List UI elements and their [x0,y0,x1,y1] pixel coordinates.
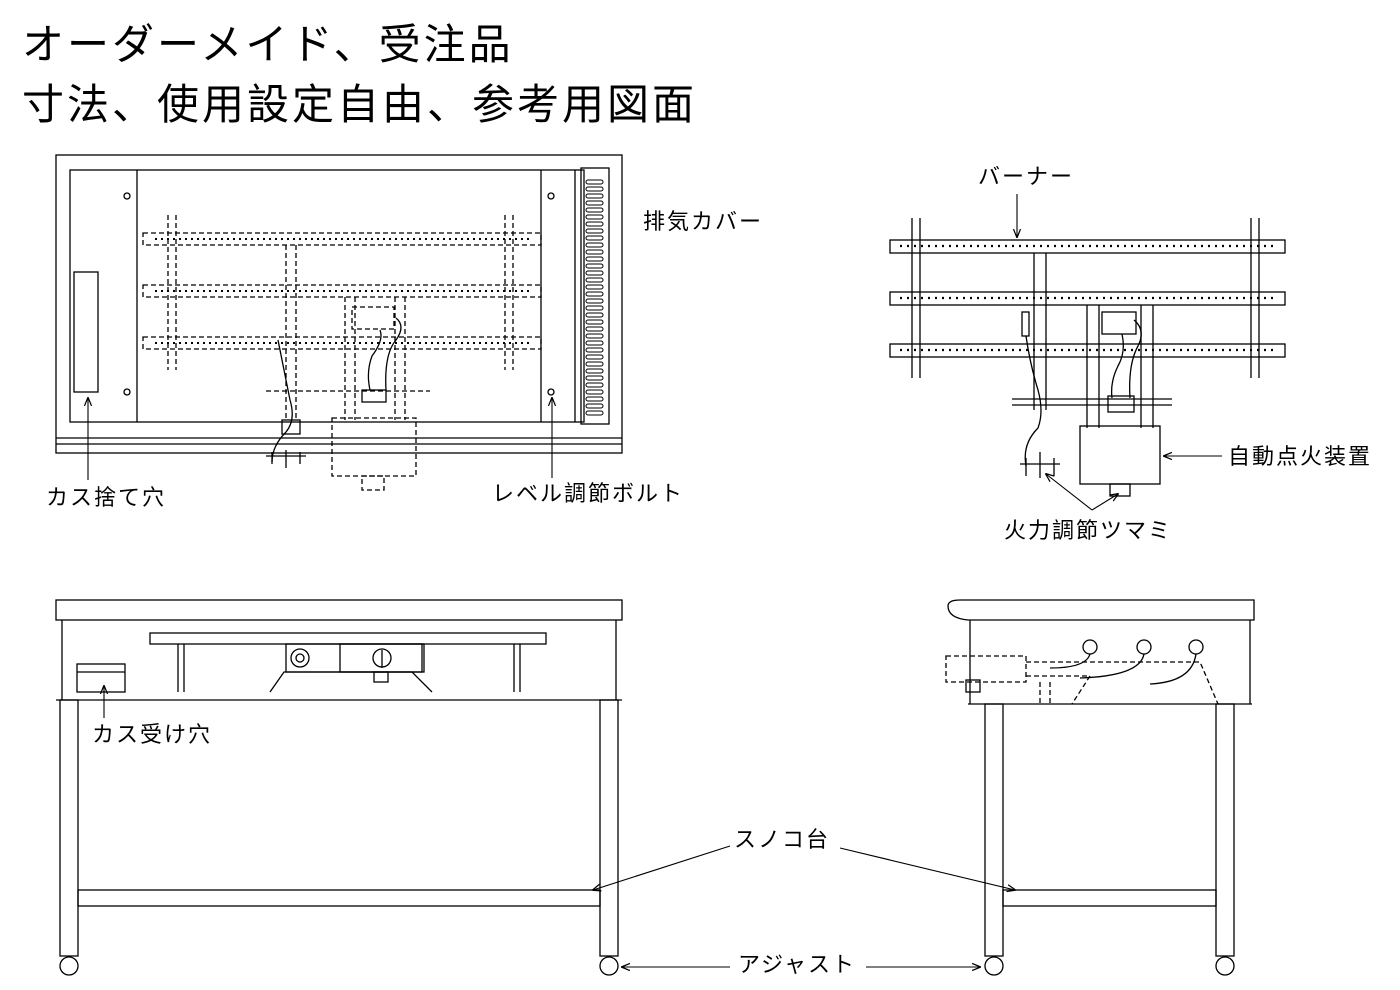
burner-detail-view [889,218,1286,497]
front-view [55,599,623,976]
label-burner: バーナー [978,165,1075,190]
top-view [55,154,623,491]
label-gas-disposal-hole: カス捨て穴 [46,486,167,511]
label-adjuster: アジャスト [738,953,857,978]
label-exhaust-cover: 排気カバー [643,210,764,235]
title-line-1: オーダーメイド、受注品 [22,20,514,69]
label-slatted-shelf: スノコ台 [734,828,831,853]
side-view [945,599,1255,976]
leader-lines [88,194,1222,967]
label-auto-ignition: 自動点火装置 [1228,445,1373,470]
title-line-2: 寸法、使用設定自由、参考用図面 [22,80,698,129]
label-level-bolt: レベル調節ボルト [492,482,685,507]
label-gas-receiver-hole: カス受け穴 [92,723,213,748]
label-heat-knob: 火力調節ツマミ [1004,519,1173,544]
